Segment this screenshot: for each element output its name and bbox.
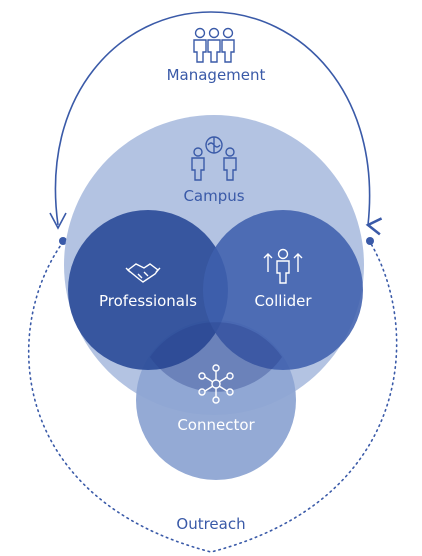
collider-label: Collider	[254, 292, 312, 310]
connector-label: Connector	[177, 416, 255, 434]
management-label: Management	[167, 66, 266, 84]
brain-people-icon	[191, 136, 237, 181]
network-node-icon	[198, 364, 234, 404]
three-people-icon	[193, 27, 235, 63]
person-arrows-up-icon	[263, 248, 303, 284]
handshake-icon	[125, 263, 161, 283]
outreach-label: Outreach	[176, 515, 245, 533]
management-arc	[54, 11, 383, 236]
collider-circle	[203, 210, 363, 370]
outreach-dot-left	[59, 237, 67, 245]
management-arc-left-head	[49, 212, 67, 230]
professionals-circle	[68, 210, 228, 370]
campus-label: Campus	[183, 187, 244, 205]
professionals-label: Professionals	[99, 292, 197, 310]
outreach-dot-right	[366, 237, 374, 245]
connector-overlap	[150, 322, 282, 392]
